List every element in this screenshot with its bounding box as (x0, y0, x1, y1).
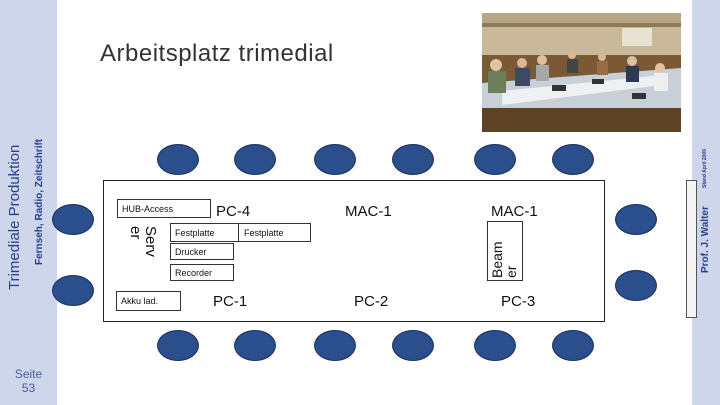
page-label-text: Seite (14, 367, 43, 381)
festplatte-box: Festplatte (170, 223, 239, 242)
meeting-room-photo (482, 13, 681, 132)
slide-title: Arbeitsplatz trimedial (100, 40, 334, 67)
chair-bottom-1 (157, 330, 199, 361)
server-line-2: er (127, 226, 144, 240)
chair-left-2 (52, 275, 94, 306)
chair-bottom-5 (474, 330, 516, 361)
chair-right-1 (615, 204, 657, 235)
recorder-label: Recorder (175, 267, 213, 278)
chair-bottom-3 (314, 330, 356, 361)
server-line-1: Serv (142, 226, 159, 257)
author-label: Prof. J. Walter (700, 206, 711, 273)
hub-access-label: HUB-Access (122, 203, 174, 214)
beamer-box: Beam er (487, 221, 523, 281)
pc2-label: PC-2 (354, 293, 389, 310)
mac1-label-b: MAC-1 (491, 203, 538, 220)
chair-left-1 (52, 204, 94, 235)
pc3-label: PC-3 (501, 293, 536, 310)
conference-table: HUB-Access PC-4 MAC-1 MAC-1 Festplatte F… (103, 180, 605, 322)
stand-label: Stand April 2006 (702, 149, 708, 188)
chair-top-2 (234, 144, 276, 175)
server-text: Serv er (127, 226, 159, 257)
side-subtitle: Fernseh, Radio, Zeitschrift (34, 138, 45, 265)
left-sidebar-band (0, 0, 57, 405)
chair-top-1 (157, 144, 199, 175)
chair-right-2 (615, 270, 657, 301)
page-indicator: Seite 53 (0, 367, 57, 395)
festplatte-extension (239, 223, 311, 242)
chair-bottom-6 (552, 330, 594, 361)
vertical-scale-bar (686, 180, 697, 318)
side-title: Trimediale Produktion (6, 144, 23, 290)
festplatte-label-2: Festplatte (244, 228, 284, 238)
recorder-box: Recorder (170, 264, 234, 281)
chair-bottom-4 (392, 330, 434, 361)
chair-top-3 (314, 144, 356, 175)
chair-bottom-2 (234, 330, 276, 361)
akku-box: Akku lad. (116, 291, 181, 311)
beamer-line-1: Beam (489, 241, 505, 278)
drucker-label: Drucker (175, 246, 207, 257)
mac1-label-a: MAC-1 (345, 203, 392, 220)
akku-label: Akku lad. (121, 296, 159, 306)
beamer-line-2: er (503, 265, 519, 278)
server-block: Serv er (114, 226, 159, 264)
chair-top-4 (392, 144, 434, 175)
chair-top-6 (552, 144, 594, 175)
page-number: 53 (21, 381, 36, 395)
hub-access-box: HUB-Access (117, 199, 211, 218)
pc4-label: PC-4 (216, 203, 251, 220)
pc1-label: PC-1 (213, 293, 248, 310)
chair-top-5 (474, 144, 516, 175)
drucker-box: Drucker (170, 243, 234, 260)
beamer-text: Beam er (489, 241, 519, 278)
festplatte-label-1: Festplatte (175, 227, 215, 238)
